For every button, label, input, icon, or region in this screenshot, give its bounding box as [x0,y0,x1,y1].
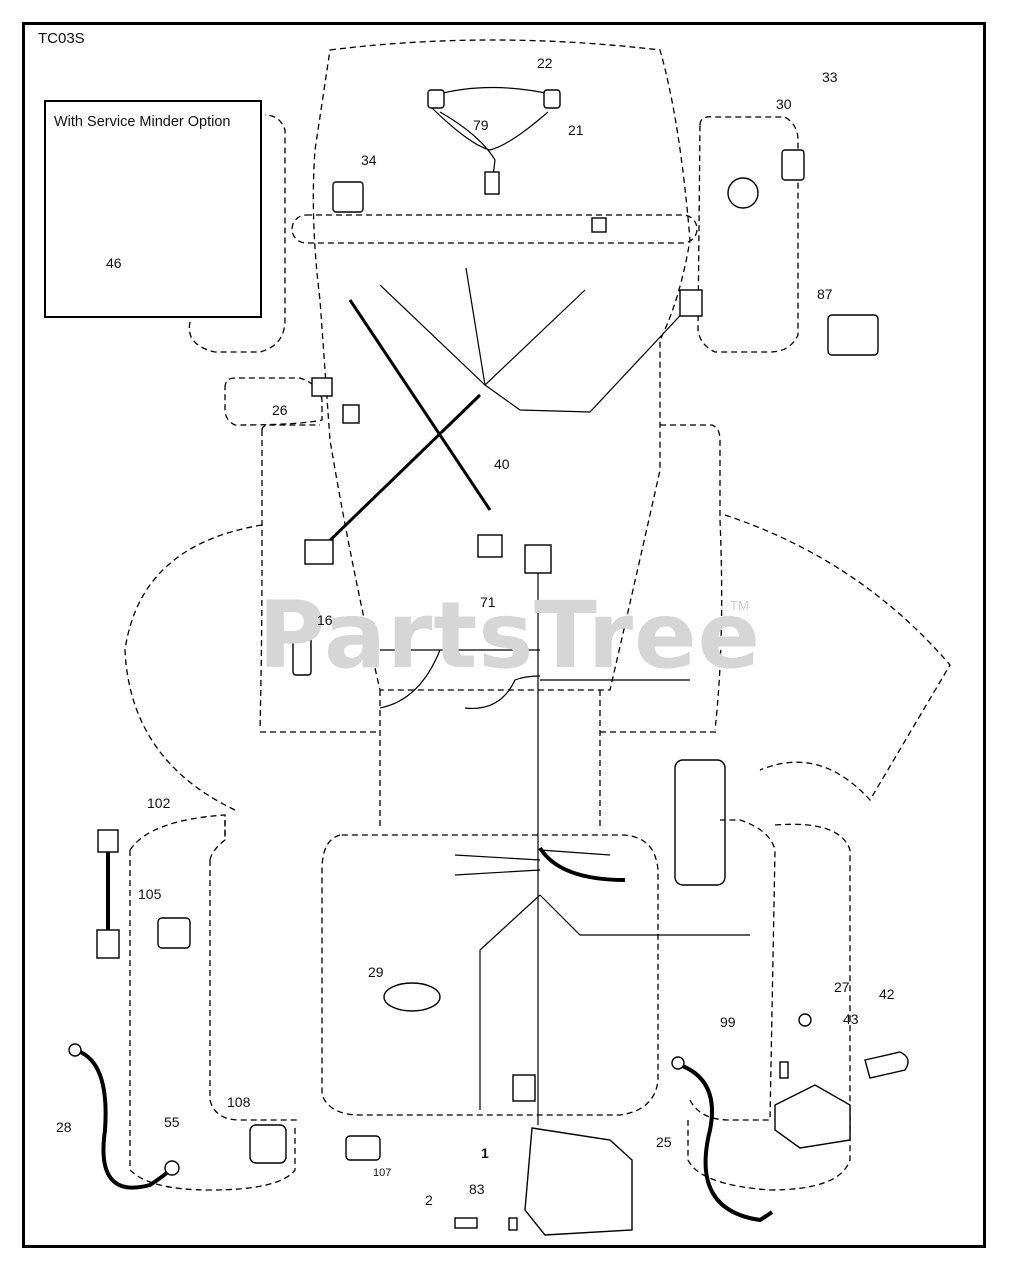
inset-title: With Service Minder Option [54,114,231,130]
rear-harness [479,849,750,1110]
connector-71 [524,544,552,574]
callout-108[interactable]: 108 [227,1094,251,1110]
fender-top-left [261,424,320,431]
bolt-99 [779,1061,789,1079]
callout-107[interactable]: 107 [373,1167,392,1179]
callout-22[interactable]: 22 [537,55,553,71]
hood-outline [312,39,691,691]
bulb-right [543,89,561,109]
callout-71[interactable]: 71 [480,594,496,610]
callout-105[interactable]: 105 [138,886,162,902]
left-rear-fender [129,814,296,1191]
ground-cable [538,846,626,882]
callout-43[interactable]: 43 [843,1011,859,1027]
main-harness-40 [318,299,492,552]
relay-108 [249,1124,287,1164]
terminal-25 [671,1056,685,1070]
callout-102[interactable]: 102 [147,795,171,811]
callout-79[interactable]: 79 [473,117,489,133]
callout-99[interactable]: 99 [720,1014,736,1030]
callout-87[interactable]: 87 [817,286,833,302]
shift-plate [674,759,726,886]
dash-connector [591,217,607,233]
switch-34 [332,181,364,213]
callout-33[interactable]: 33 [822,69,838,85]
terminal-55 [164,1160,180,1176]
relay-87 [827,314,879,356]
rear-connector [512,1074,536,1102]
callout-55[interactable]: 55 [164,1114,180,1130]
callout-83[interactable]: 83 [469,1181,485,1197]
left-wheel-outline [124,524,263,811]
diagram-frame [22,22,986,1248]
center-harness-71 [379,560,690,1125]
fuse-107 [345,1135,381,1161]
service-minder-inset: With Service Minder Option [44,100,262,318]
terminal-cover-42 [864,1051,909,1079]
terminal-28 [68,1043,82,1057]
bolt-2 [454,1217,478,1229]
callout-16[interactable]: 16 [317,612,333,628]
callout-30[interactable]: 30 [776,96,792,112]
dash-harness [379,267,691,413]
headlight-connector [484,171,500,195]
terminal-102 [96,929,120,959]
switch-16 [292,634,312,676]
right-rear-panel [689,819,776,1121]
solenoid-105 [157,917,191,949]
connector-right-40 [477,534,503,558]
wires [74,86,774,1223]
callout-29[interactable]: 29 [368,964,384,980]
nut-27 [798,1013,812,1027]
item-26-outline [224,377,323,426]
switch-29 [383,982,441,1012]
connector-dash-right [679,289,703,317]
callout-40[interactable]: 40 [494,456,510,472]
right-pod-outline [697,116,799,353]
callout-21[interactable]: 21 [568,122,584,138]
dash-bar-outline [291,214,698,244]
nut-83 [508,1217,518,1231]
headlight-harness [431,86,556,186]
watermark: PartsTree [258,582,761,689]
callout-25[interactable]: 25 [656,1134,672,1150]
callout-28[interactable]: 28 [56,1119,72,1135]
callout-34[interactable]: 34 [361,152,377,168]
callout-26[interactable]: 26 [272,402,288,418]
switch-33 [781,149,805,181]
connector-left-40 [304,539,334,565]
callout-1[interactable]: 1 [481,1145,489,1161]
seat-rails [379,690,601,830]
left-pod-outline [188,114,286,353]
seat-outline [321,834,659,1116]
bulb-left [427,89,445,109]
diagram-code: TC03S [38,30,85,47]
connector-top-40 [342,404,360,424]
left-rear-panel [209,820,300,1121]
connector-102 [97,829,119,853]
callout-42[interactable]: 42 [879,986,895,1002]
right-rear-fender [687,823,851,1191]
fender-right [660,424,723,731]
bracket-43 [774,1084,851,1149]
watermark-tm: TM [730,598,749,613]
ignition-switch-30 [727,177,759,209]
rear-leads [454,854,541,876]
battery-cable-28 [74,1048,172,1190]
callout-46[interactable]: 46 [106,255,122,271]
callout-27[interactable]: 27 [834,979,850,995]
chassis-outlines [124,39,951,1191]
fuse-holder-26 [311,377,333,397]
battery-cable-25 [679,1063,774,1223]
battery-1 [524,1127,633,1236]
callout-2[interactable]: 2 [425,1192,433,1208]
